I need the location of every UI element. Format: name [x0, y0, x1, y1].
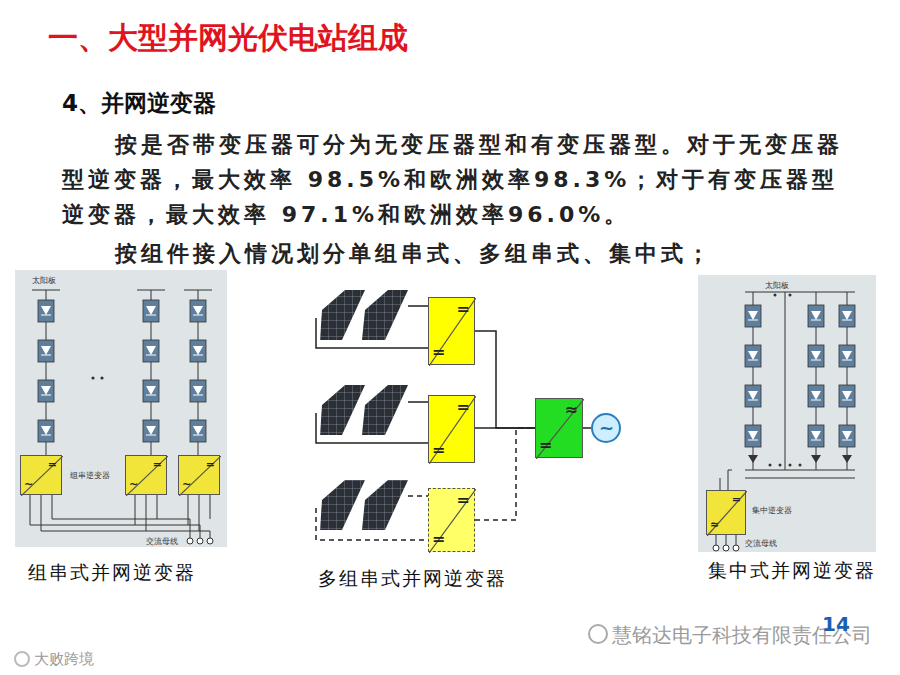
watermark: 大败跨境 [34, 650, 94, 669]
node-symbol: = [432, 344, 445, 360]
inverter-box: =~ [125, 455, 167, 495]
figure-caption: 多组串式并网逆变器 [318, 566, 507, 592]
wire [475, 331, 535, 428]
inverter-box: =~ [20, 455, 62, 495]
wire [583, 427, 591, 429]
inverter-box: =≈ [706, 490, 746, 535]
figure-caption: 组串式并网逆变器 [28, 560, 196, 586]
node-symbol: ~ [129, 479, 138, 490]
part-label: 交流母线 [146, 536, 178, 547]
slide-title: 一、大型并网光伏电站组成 [48, 18, 408, 59]
node-symbol: = [457, 492, 470, 508]
dcdc-box: == [428, 297, 475, 365]
grid-symbol: ~ [591, 413, 621, 443]
node-symbol: = [457, 399, 470, 415]
body-text: 按组件接入情况划分单组串式、多组串式、集中式； [62, 236, 713, 271]
wire [475, 428, 535, 520]
node-symbol: = [48, 459, 57, 470]
node-symbol: = [206, 459, 215, 470]
node-symbol: ~ [599, 420, 614, 436]
wire [475, 427, 535, 429]
body-text: 按是否带变压器可分为无变压器型和有变压器型。对于无变压器型逆变器，最大效率 98… [62, 127, 852, 232]
node-symbol: = [432, 531, 445, 547]
inverter-box: ≈= [535, 398, 583, 458]
part-label: 组串逆变器 [70, 470, 110, 481]
figure-caption: 集中式并网逆变器 [708, 558, 876, 584]
dcdc-box: == [428, 395, 475, 463]
node-symbol: = [457, 301, 470, 317]
node-symbol: = [539, 437, 552, 453]
node-symbol: = [732, 494, 741, 505]
node-symbol: ~ [24, 479, 33, 490]
node-symbol: = [432, 442, 445, 458]
part-label: 太阳板 [32, 275, 56, 286]
node-symbol: ≈ [710, 519, 719, 530]
node-symbol: ≈ [565, 402, 578, 418]
page-number: 14 [822, 612, 850, 636]
dcdc-box: == [428, 488, 475, 552]
node-symbol: ~ [182, 479, 191, 490]
section-heading: 4、并网逆变器 [62, 88, 216, 119]
node-symbol: = [153, 459, 162, 470]
part-label: 交流母线 [745, 538, 777, 549]
part-label: 太阳板 [765, 280, 789, 291]
part-label: 集中逆变器 [752, 505, 792, 516]
inverter-box: =~ [178, 455, 220, 495]
